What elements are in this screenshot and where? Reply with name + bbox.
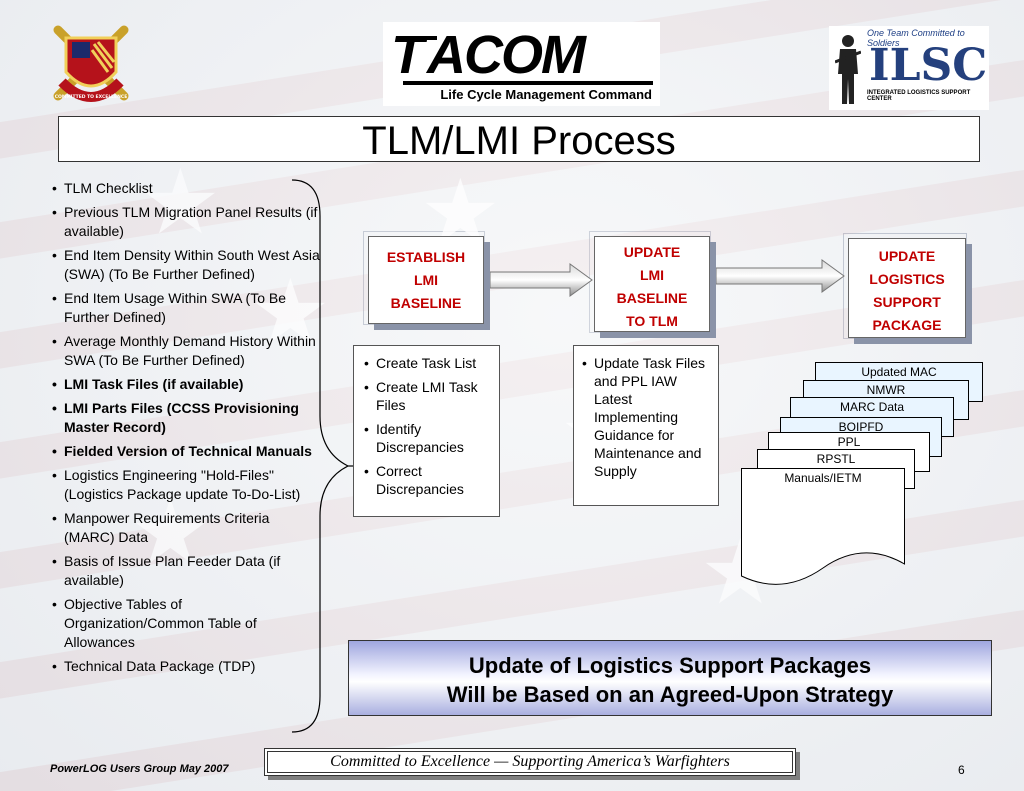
input-list-item: End Item Density Within South West Asia … <box>52 246 320 284</box>
strategy-banner: Update of Logistics Support Packages Wil… <box>348 640 992 716</box>
banner-line1: Update of Logistics Support Packages <box>468 653 872 678</box>
step1-line2: LMI <box>413 272 439 288</box>
tacom-wordmark: ACOM <box>427 25 586 85</box>
step2-line2: LMI <box>639 267 665 283</box>
inputs-bullet-list: TLM ChecklistPrevious TLM Migration Pane… <box>52 179 320 681</box>
task-list-item: Identify Discrepancies <box>364 420 491 456</box>
tacom-tagline: Life Cycle Management Command <box>440 87 652 102</box>
step2-tasks-list: Update Task Files and PPL IAW Latest Imp… <box>582 354 710 480</box>
ilsc-subtitle: INTEGRATED LOGISTICS SUPPORT CENTER <box>867 90 971 102</box>
process-step-update-logistics-support-package: UPDATE LOGISTICS SUPPORT PACKAGE <box>843 233 967 339</box>
input-list-item: TLM Checklist <box>52 179 320 198</box>
step2-line3: BASELINE <box>616 290 688 306</box>
step3-line4: PACKAGE <box>872 317 942 333</box>
input-list-item: Fielded Version of Technical Manuals <box>52 442 320 461</box>
seal-text: COMMITTED TO EXCELLENCE <box>55 94 128 100</box>
footer-motto: Committed to Excellence — Supporting Ame… <box>264 748 796 776</box>
input-list-item: Previous TLM Migration Panel Results (if… <box>52 203 320 241</box>
page-number: 6 <box>958 763 965 777</box>
step2-line1: UPDATE <box>623 244 681 260</box>
input-list-item: LMI Parts Files (CCSS Provisioning Maste… <box>52 399 320 437</box>
step3-line1: UPDATE <box>878 248 936 264</box>
ilsc-letters: ILSC <box>869 40 988 91</box>
tacom-seal-logo: COMMITTED TO EXCELLENCE <box>53 25 129 102</box>
input-list-item: Average Monthly Demand History Within SW… <box>52 332 320 370</box>
slide-title: TLM/LMI Process <box>58 116 980 163</box>
input-list-item: Objective Tables of Organization/Common … <box>52 595 320 652</box>
document-curl-icon <box>741 468 905 585</box>
banner-line2: Will be Based on an Agreed-Upon Strategy <box>446 682 894 707</box>
input-list-item: Technical Data Package (TDP) <box>52 657 320 676</box>
footer-event: PowerLOG Users Group May 2007 <box>50 763 229 775</box>
step1-tasks-list: Create Task ListCreate LMI Task FilesIde… <box>364 354 491 498</box>
task-list-item: Update Task Files and PPL IAW Latest Imp… <box>582 354 710 480</box>
soldier-silhouette-icon <box>835 35 861 104</box>
arrow-right-icon <box>490 263 593 297</box>
step1-line1: ESTABLISH <box>386 249 466 265</box>
input-list-item: LMI Task Files (if available) <box>52 375 320 394</box>
arrow-right-icon <box>716 259 845 293</box>
ilsc-logo: One Team Committed to Soldiers ILSC INTE… <box>829 26 989 110</box>
input-list-item: Logistics Engineering "Hold-Files" (Logi… <box>52 466 320 504</box>
task-list-item: Correct Discrepancies <box>364 462 491 498</box>
input-list-item: Basis of Issue Plan Feeder Data (if avai… <box>52 552 320 590</box>
process-step-update-lmi-baseline: UPDATE LMI BASELINE TO TLM <box>589 231 711 333</box>
step3-line2: LOGISTICS <box>869 271 945 287</box>
step1-tasks-box: Create Task ListCreate LMI Task FilesIde… <box>353 345 500 517</box>
process-step-establish-lmi-baseline: ESTABLISH LMI BASELINE <box>363 231 485 325</box>
task-list-item: Create Task List <box>364 354 491 372</box>
step2-line4: TO TLM <box>626 313 678 329</box>
input-list-item: Manpower Requirements Criteria (MARC) Da… <box>52 509 320 547</box>
input-list-item: End Item Usage Within SWA (To Be Further… <box>52 289 320 327</box>
step3-line3: SUPPORT <box>873 294 941 310</box>
step1-line3: BASELINE <box>390 295 462 311</box>
step2-tasks-box: Update Task Files and PPL IAW Latest Imp… <box>573 345 719 506</box>
tacom-logo: T ACOM Life Cycle Management Command <box>383 22 660 106</box>
ilsc-motto: One Team Committed to Soldiers <box>867 28 965 48</box>
package-page-manuals-ietm: Manuals/IETM <box>784 471 862 485</box>
task-list-item: Create LMI Task Files <box>364 378 491 414</box>
